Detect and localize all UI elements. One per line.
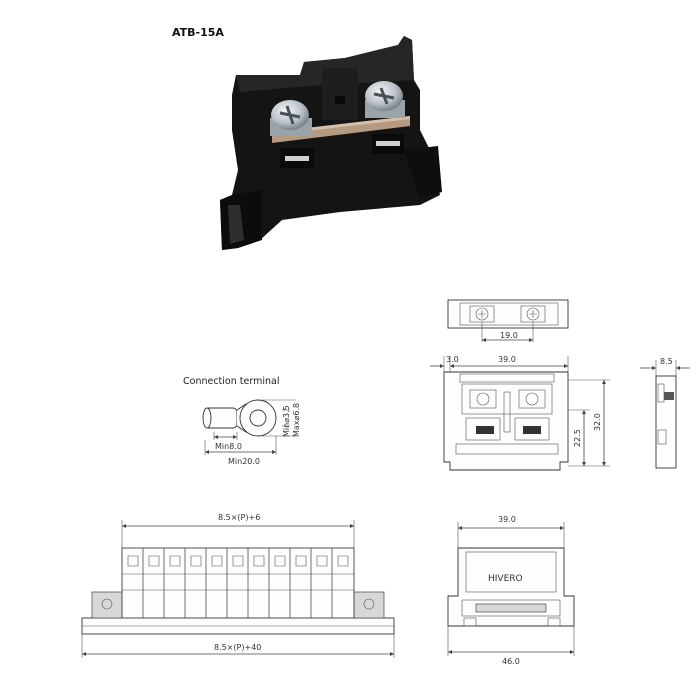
side-view-drawing: [640, 360, 690, 469]
lug-min-width-label: Min8.0: [215, 442, 242, 451]
assembly-top-formula-label: 8.5×(P)+6: [218, 513, 260, 522]
assembly-view-drawing: [81, 520, 395, 658]
end-view-top-width-label: 39.0: [498, 515, 516, 524]
front-view-drawing: [430, 356, 610, 471]
terminal-block-photo: [220, 36, 442, 250]
connection-terminal-title: Connection terminal: [183, 376, 280, 387]
top-view-pitch-label: 19.0: [500, 331, 518, 340]
front-view-inner-height-label: 22.5: [573, 429, 582, 447]
lug-min-length-label: Min20.0: [228, 457, 260, 466]
front-view-width-label: 39.0: [498, 355, 516, 364]
front-view-total-height-label: 32.0: [593, 413, 602, 431]
lug-max-ring-label: Max⌀6.8: [292, 403, 301, 437]
product-model-title: ATB-15A: [172, 26, 224, 39]
end-view-brand-label: HIVERO: [488, 574, 523, 584]
connection-terminal-drawing: [202, 399, 296, 455]
end-view-bottom-width-label: 46.0: [502, 657, 520, 666]
left-screw: [270, 100, 312, 136]
assembly-bottom-formula-label: 8.5×(P)+40: [214, 643, 261, 652]
right-screw: [365, 81, 405, 118]
end-view-drawing: [447, 522, 575, 656]
side-view-thickness-label: 8.5: [660, 357, 673, 366]
assembly-poles: [121, 547, 355, 619]
front-view-offset-label: 3.0: [446, 355, 459, 364]
top-view-drawing: [447, 299, 569, 342]
lug-min-hole-label: Min⌀3.5: [282, 405, 291, 437]
